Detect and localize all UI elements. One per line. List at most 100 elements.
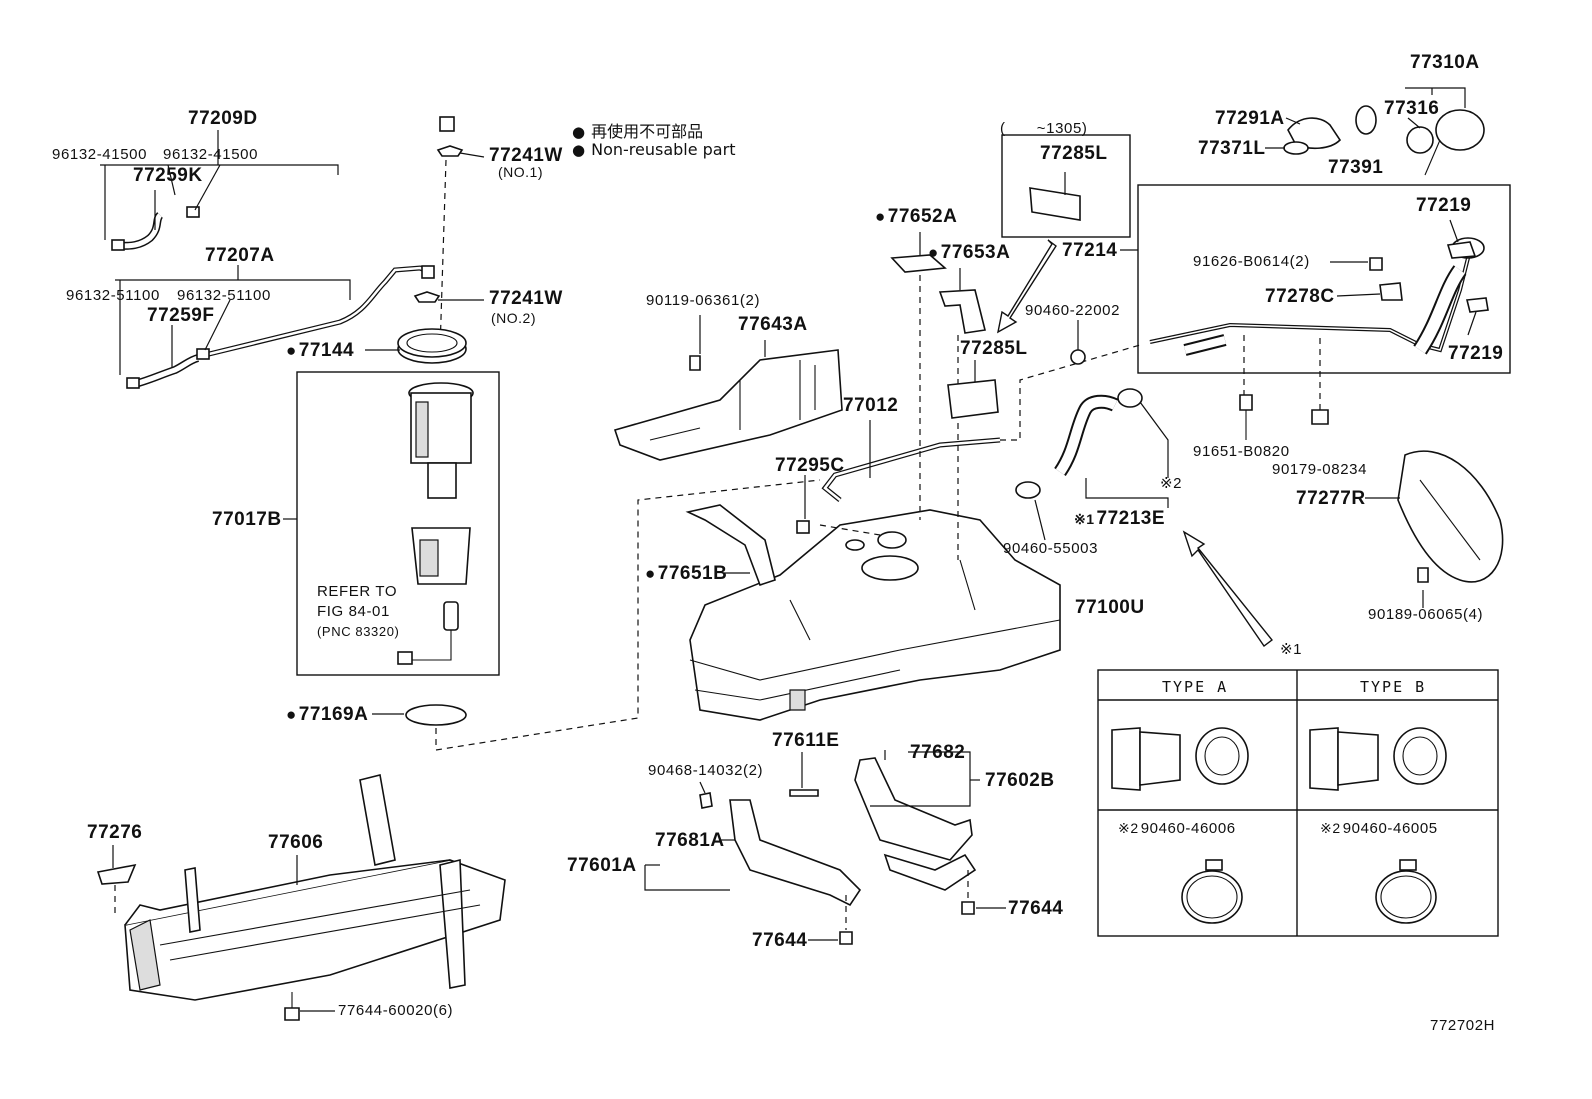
label-77214[interactable]: 77214 xyxy=(1062,240,1118,261)
bracket-77276 xyxy=(96,863,137,885)
label-77601a[interactable]: 77601A xyxy=(567,855,637,876)
label-77219-bot[interactable]: 77219 xyxy=(1448,343,1504,364)
box-77285l xyxy=(1001,134,1131,238)
label-77219-top[interactable]: 77219 xyxy=(1416,195,1472,216)
label-90460-22002[interactable]: 90460-22002 xyxy=(1025,302,1121,319)
label-90179-08234[interactable]: 90179-08234 xyxy=(1272,461,1368,478)
label-77291a[interactable]: 77291A xyxy=(1215,108,1285,129)
fuel-tank-77100u xyxy=(689,509,1061,721)
label-77652a[interactable]: 77652A xyxy=(875,206,957,228)
clip-77285l xyxy=(947,379,999,419)
legend-non-reusable-ja: ●再使用不可部品 xyxy=(572,122,704,141)
mark-2-hose: ※2 xyxy=(1160,475,1183,492)
label-77285l[interactable]: 77285L xyxy=(960,338,1028,359)
label-77644-b[interactable]: 77644 xyxy=(1008,898,1064,919)
clip-77241w-no1 xyxy=(436,145,464,157)
label-91651-b0820[interactable]: 91651-B0820 xyxy=(1193,443,1290,460)
label-96132-51100-a[interactable]: 96132-51100 xyxy=(66,287,160,304)
fuel-pump-assembly xyxy=(397,382,474,665)
range-label: ( ~1305) xyxy=(1000,120,1088,137)
label-77241w-no1[interactable]: 77241W xyxy=(489,145,563,166)
label-77277r[interactable]: 77277R xyxy=(1296,488,1366,509)
label-96132-51100-b[interactable]: 96132-51100 xyxy=(177,287,271,304)
label-77651b[interactable]: 77651B xyxy=(645,563,727,585)
label-77012[interactable]: 77012 xyxy=(843,395,899,416)
protector-77277r xyxy=(1397,450,1504,583)
mark-2-a: ※2 xyxy=(1118,820,1139,836)
label-77316[interactable]: 77316 xyxy=(1384,98,1440,119)
pad-77653a xyxy=(938,289,986,334)
leaders-left xyxy=(100,130,485,715)
label-77241w-no2[interactable]: 77241W xyxy=(489,288,563,309)
label-77653a[interactable]: 77653A xyxy=(928,242,1010,264)
legend-en-text: Non-reusable part xyxy=(591,140,736,159)
label-77276[interactable]: 77276 xyxy=(87,822,143,843)
label-77207a[interactable]: 77207A xyxy=(205,245,275,266)
clip-90468 xyxy=(699,792,713,809)
bolt-77611e xyxy=(789,789,819,797)
label-77602b[interactable]: 77602B xyxy=(985,770,1055,791)
label-77295c[interactable]: 77295C xyxy=(775,455,845,476)
label-77644-60020[interactable]: 77644-60020(6) xyxy=(338,1002,454,1019)
bolt-91626 xyxy=(1369,257,1383,271)
refer-line2[interactable]: FIG 84-01 xyxy=(317,603,390,620)
heat-protector-77643a xyxy=(613,349,843,461)
fuel-tube-77207a xyxy=(126,265,435,389)
mark-1-77213e: ※1 xyxy=(1074,511,1095,527)
bolt-90189 xyxy=(1417,567,1429,583)
label-no1: (NO.1) xyxy=(498,164,543,180)
bolt-77644-b xyxy=(961,901,975,915)
label-77643a[interactable]: 77643A xyxy=(738,314,808,335)
fuel-tube-77209d xyxy=(111,110,455,251)
legend-non-reusable-en: ●Non-reusable part xyxy=(572,140,736,159)
label-77644-a[interactable]: 77644 xyxy=(752,930,808,951)
clamp-a-pn: 90460-46006 xyxy=(1140,820,1236,837)
label-91626-b0614[interactable]: 91626-B0614(2) xyxy=(1193,253,1310,270)
label-77278c[interactable]: 77278C xyxy=(1265,286,1335,307)
label-77682[interactable]: 77682 xyxy=(910,742,966,763)
label-77259k[interactable]: 77259K xyxy=(133,165,203,186)
fuel-tank-protector-77606 xyxy=(124,774,506,1001)
label-77100u[interactable]: 77100U xyxy=(1075,597,1145,618)
label-77285l-top[interactable]: 77285L xyxy=(1040,143,1108,164)
clip-77285l-top xyxy=(1029,187,1081,221)
label-77259f[interactable]: 77259F xyxy=(147,305,215,326)
bolt-90119 xyxy=(689,355,701,371)
band-77682 xyxy=(854,757,973,861)
label-77144[interactable]: 77144 xyxy=(286,340,354,362)
clamp-b-pn: 90460-46005 xyxy=(1342,820,1438,837)
arrow-to-77285l xyxy=(997,239,1057,334)
clamp-77295c xyxy=(796,520,810,534)
bolt-77644-60020 xyxy=(284,1007,300,1021)
nut-90179 xyxy=(1311,409,1329,425)
label-90468-14032[interactable]: 90468-14032(2) xyxy=(648,762,764,779)
band-77681a xyxy=(729,799,862,907)
label-77611e[interactable]: 77611E xyxy=(772,730,840,751)
clamp-77278c xyxy=(1379,282,1403,301)
label-77209d[interactable]: 77209D xyxy=(188,108,258,129)
bolt-91651 xyxy=(1239,394,1253,411)
label-96132-41500-b[interactable]: 96132-41500 xyxy=(163,146,259,163)
refer-line1: REFER TO xyxy=(317,583,398,600)
box-77214 xyxy=(1137,184,1511,374)
label-77391[interactable]: 77391 xyxy=(1328,157,1384,178)
legend-ja-text: 再使用不可部品 xyxy=(591,122,704,141)
label-96132-41500-a[interactable]: 96132-41500 xyxy=(52,146,148,163)
label-77169a[interactable]: 77169A xyxy=(286,704,368,726)
label-77017b[interactable]: 77017B xyxy=(212,509,282,530)
clamp-77219-bot xyxy=(1466,297,1489,313)
label-77606[interactable]: 77606 xyxy=(268,832,324,853)
label-90189-06065[interactable]: 90189-06065(4) xyxy=(1368,606,1484,623)
lock-ring-77144 xyxy=(397,328,467,364)
label-77310a[interactable]: 77310A xyxy=(1410,52,1480,73)
label-77681a[interactable]: 77681A xyxy=(655,830,725,851)
label-90119-06361[interactable]: 90119-06361(2) xyxy=(646,292,761,309)
clamp-77219-top xyxy=(1446,241,1477,259)
label-77371l[interactable]: 77371L xyxy=(1198,138,1266,159)
label-90460-55003[interactable]: 90460-55003 xyxy=(1003,540,1099,557)
figure-code: 772702H xyxy=(1430,1017,1496,1034)
